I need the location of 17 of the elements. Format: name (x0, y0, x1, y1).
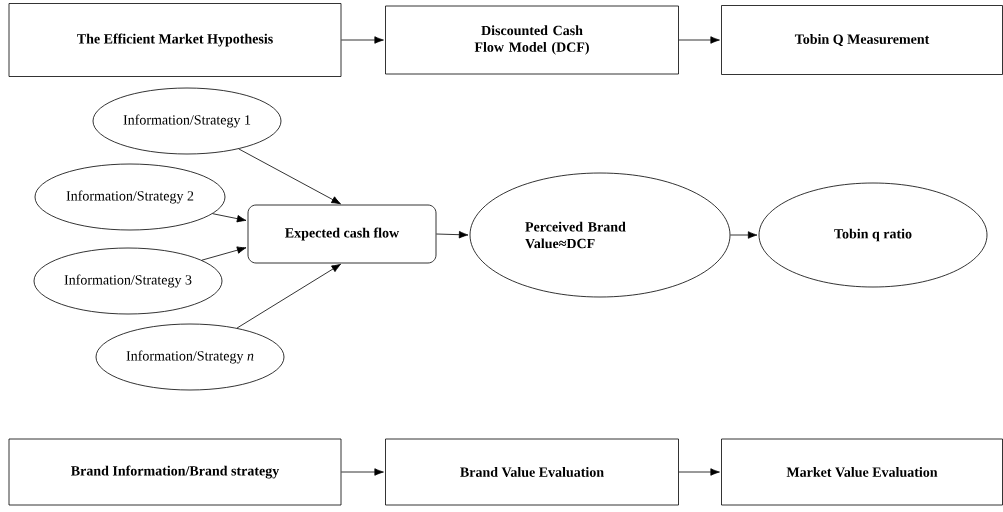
process-box: Tobin Q Measurement (721, 5, 1003, 75)
process-box: Brand Information/Brand strategy (8, 438, 342, 506)
process-box: Brand Value Evaluation (385, 438, 679, 506)
process-box: Market Value Evaluation (721, 438, 1003, 506)
arrow (436, 231, 469, 239)
arrow (238, 148, 341, 205)
arrow (341, 468, 384, 476)
arrow (236, 263, 341, 329)
arrow (341, 36, 384, 44)
arrow (678, 36, 720, 44)
arrow (730, 231, 758, 239)
arrow (678, 468, 720, 476)
arrow (212, 213, 247, 223)
process-box: Expected cash flow (247, 204, 437, 264)
arrow (201, 246, 247, 261)
process-box: The Efficient Market Hypothesis (8, 3, 342, 77)
process-box: Discounted Cash Flow Model (DCF) (385, 5, 679, 75)
